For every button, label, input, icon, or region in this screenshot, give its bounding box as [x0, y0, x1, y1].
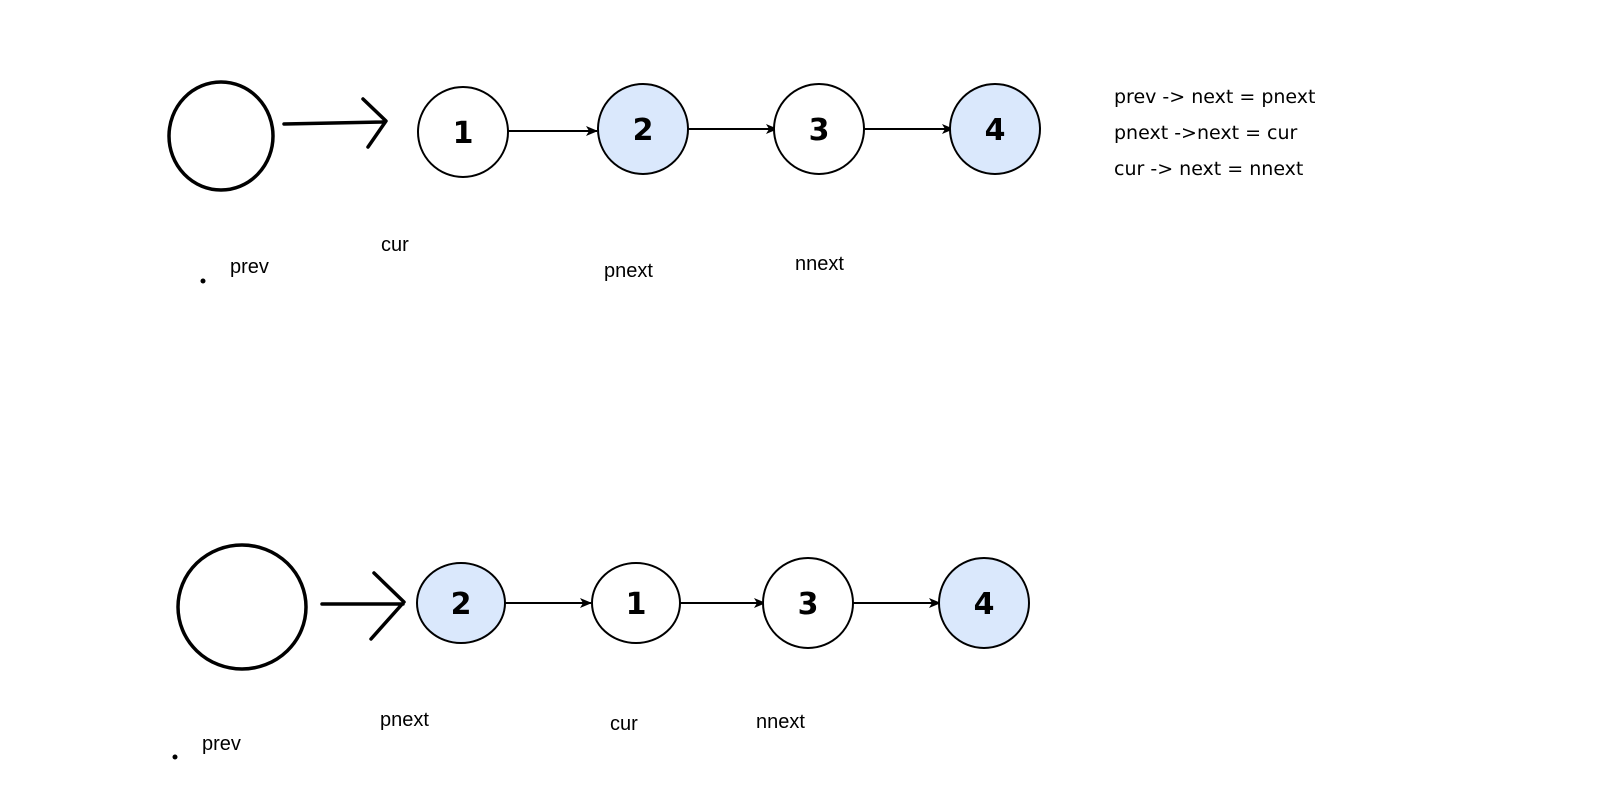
code-line: cur -> next = nnext [1114, 158, 1303, 180]
bottom-node: 2 [416, 562, 506, 644]
bottom-hand-arrow [320, 571, 406, 641]
top-dummy-node [167, 80, 275, 192]
bottom-node: 1 [591, 562, 681, 644]
code-line: prev -> next = pnext [1114, 86, 1316, 108]
top-list: 1 2 3 4 prev cur pnext nnext [167, 80, 1041, 284]
top-prev-dot [200, 278, 206, 284]
bottom-node: 4 [938, 557, 1030, 649]
top-node-label: 4 [985, 113, 1006, 148]
bottom-node-label: 3 [798, 587, 819, 622]
bottom-node-label: 2 [451, 587, 472, 622]
top-prev-label: prev [230, 256, 269, 278]
top-pnext-label: pnext [604, 260, 653, 282]
bottom-cur-label: cur [610, 713, 638, 735]
bottom-list: 2 1 3 4 prev pnext cur nnext [172, 543, 1030, 760]
bottom-prev-dot [172, 754, 178, 760]
top-node: 1 [417, 86, 509, 178]
bottom-node: 3 [762, 557, 854, 649]
top-node-label: 3 [809, 113, 830, 148]
code-block: prev -> next = pnext pnext ->next = cur … [1114, 86, 1316, 180]
top-node: 4 [949, 83, 1041, 175]
top-hand-arrow [282, 97, 388, 149]
bottom-node-label: 1 [626, 587, 647, 622]
bottom-dummy-node [176, 543, 308, 671]
top-node: 3 [773, 83, 865, 175]
top-node: 2 [597, 83, 689, 175]
bottom-pnext-label: pnext [380, 709, 429, 731]
bottom-prev-label: prev [202, 733, 241, 755]
top-node-label: 2 [633, 113, 654, 148]
bottom-node-label: 4 [974, 587, 995, 622]
code-line: pnext ->next = cur [1114, 122, 1298, 144]
top-nnext-label: nnext [795, 253, 844, 275]
top-cur-label: cur [381, 234, 409, 256]
bottom-nnext-label: nnext [756, 711, 805, 733]
top-node-label: 1 [453, 116, 474, 151]
